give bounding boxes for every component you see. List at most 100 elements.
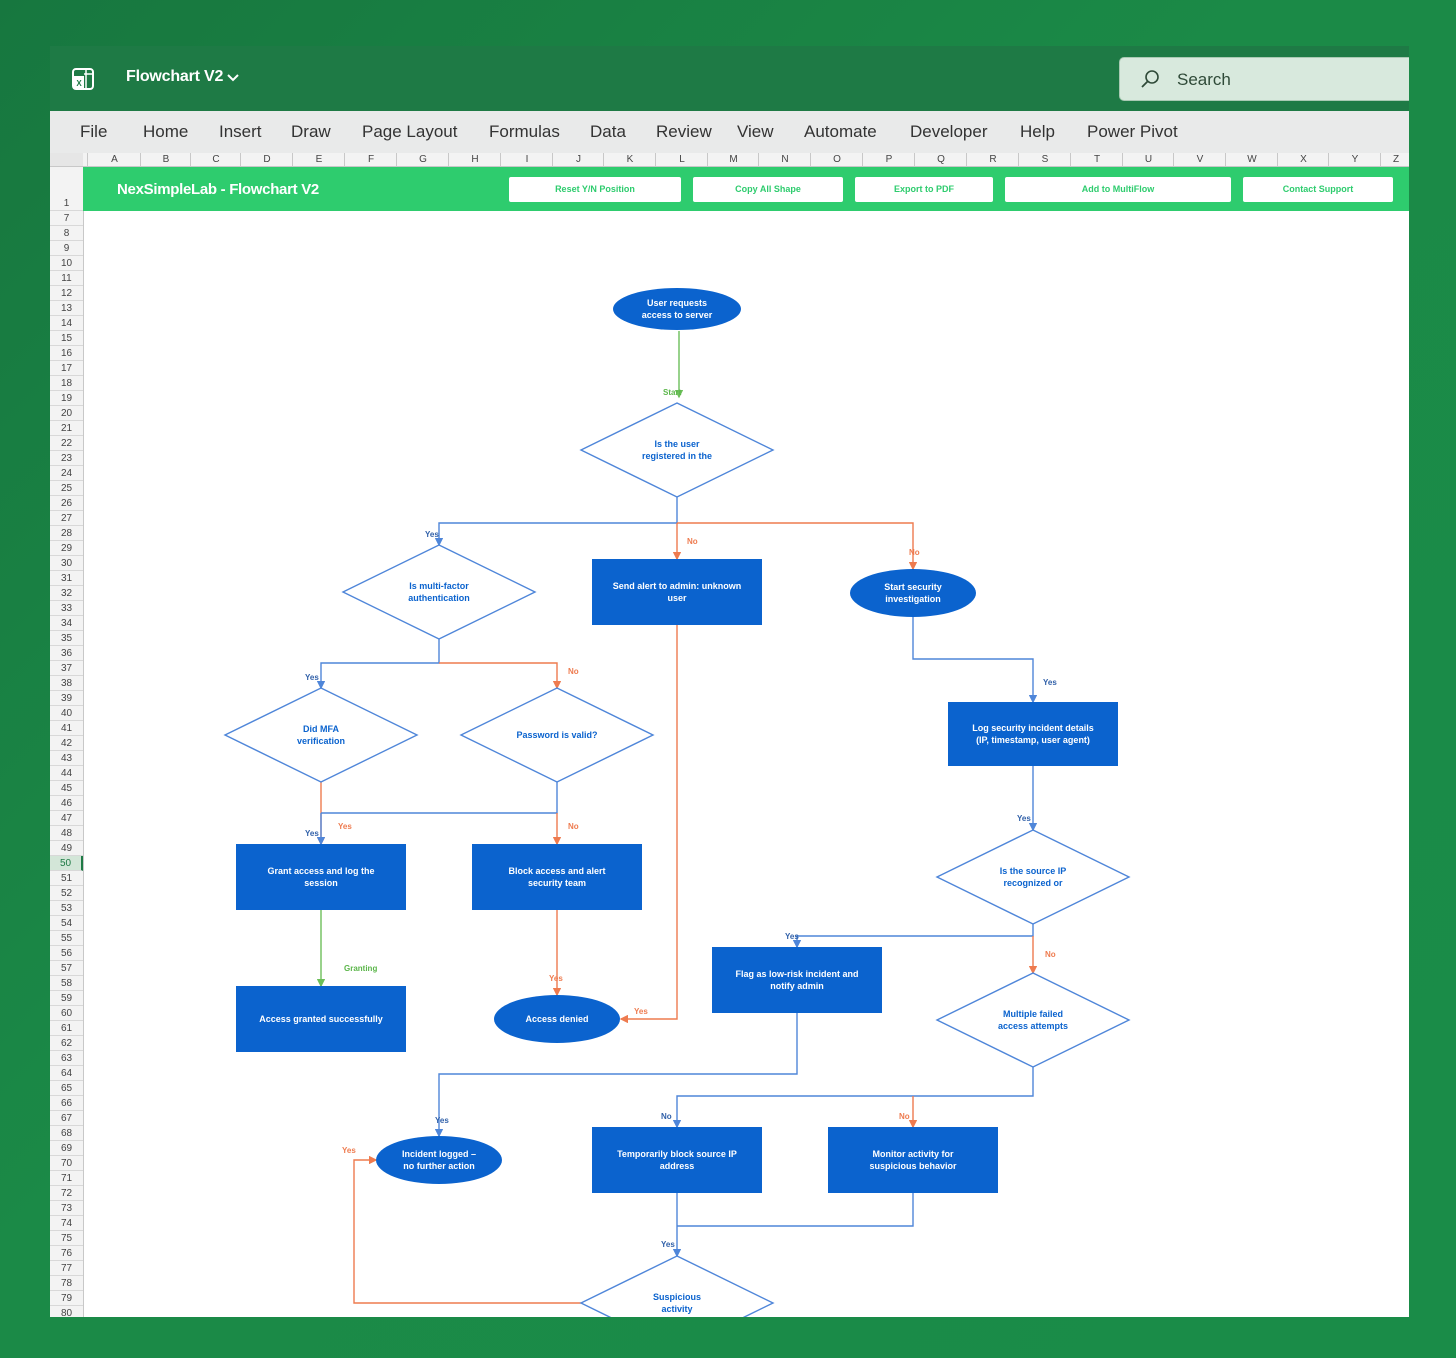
menu-developer[interactable]: Developer [910, 122, 988, 141]
row-header-55[interactable]: 55 [50, 931, 83, 946]
row-header-30[interactable]: 30 [50, 556, 83, 571]
connector-line[interactable] [912, 617, 1038, 704]
row-header-67[interactable]: 67 [50, 1111, 83, 1126]
row-header-68[interactable]: 68 [50, 1126, 83, 1141]
chevron-down-icon[interactable] [226, 72, 240, 84]
row-header-72[interactable]: 72 [50, 1186, 83, 1201]
row-header-61[interactable]: 61 [50, 1021, 83, 1036]
row-header-41[interactable]: 41 [50, 721, 83, 736]
row-header-60[interactable]: 60 [50, 1006, 83, 1021]
column-header-t[interactable]: T [1070, 153, 1123, 166]
contact-support-button[interactable]: Contact Support [1243, 177, 1393, 202]
add-to-multiflow-button[interactable]: Add to MultiFlow [1005, 177, 1231, 202]
row-header-15[interactable]: 15 [50, 331, 83, 346]
menu-draw[interactable]: Draw [291, 122, 331, 141]
box-shape[interactable] [948, 702, 1118, 766]
row-header-54[interactable]: 54 [50, 916, 83, 931]
row-header-75[interactable]: 75 [50, 1231, 83, 1246]
column-header-a[interactable]: A [87, 153, 141, 166]
menu-review[interactable]: Review [656, 122, 712, 141]
row-header-50[interactable]: 50 [50, 856, 83, 871]
column-header-p[interactable]: P [862, 153, 915, 166]
row-header-40[interactable]: 40 [50, 706, 83, 721]
connector-line[interactable] [321, 782, 558, 814]
search-input[interactable]: Search [1119, 57, 1409, 101]
box-shape[interactable] [828, 1127, 998, 1193]
menu-view[interactable]: View [737, 122, 774, 141]
row-header-38[interactable]: 38 [50, 676, 83, 691]
menu-file[interactable]: File [80, 122, 108, 141]
row-header-78[interactable]: 78 [50, 1276, 83, 1291]
row-header-32[interactable]: 32 [50, 586, 83, 601]
document-title[interactable]: Flowchart V2 [126, 68, 224, 85]
row-header-49[interactable]: 49 [50, 841, 83, 856]
menu-data[interactable]: Data [590, 122, 626, 141]
diamond-shape[interactable] [223, 687, 419, 783]
box-shape[interactable] [712, 947, 882, 1013]
row-header-58[interactable]: 58 [50, 976, 83, 991]
column-header-q[interactable]: Q [914, 153, 967, 166]
column-header-g[interactable]: G [396, 153, 449, 166]
column-header-b[interactable]: B [140, 153, 191, 166]
row-header-7[interactable]: 7 [50, 211, 83, 226]
column-header-r[interactable]: R [966, 153, 1019, 166]
row-header-63[interactable]: 63 [50, 1051, 83, 1066]
diamond-shape[interactable] [935, 829, 1131, 925]
row-header-46[interactable]: 46 [50, 796, 83, 811]
column-header-s[interactable]: S [1018, 153, 1071, 166]
connector-line[interactable] [353, 1155, 581, 1304]
diamond-shape[interactable] [579, 1255, 775, 1317]
row-header-53[interactable]: 53 [50, 901, 83, 916]
oval-shape[interactable] [850, 569, 976, 617]
menu-page-layout[interactable]: Page Layout [362, 122, 458, 141]
connector-line[interactable] [434, 1013, 798, 1138]
column-header-y[interactable]: Y [1328, 153, 1381, 166]
menu-automate[interactable]: Automate [804, 122, 877, 141]
row-header-17[interactable]: 17 [50, 361, 83, 376]
column-header-f[interactable]: F [344, 153, 397, 166]
row-header-47[interactable]: 47 [50, 811, 83, 826]
row-header-80[interactable]: 80 [50, 1306, 83, 1317]
menu-help[interactable]: Help [1020, 122, 1055, 141]
row-header-36[interactable]: 36 [50, 646, 83, 661]
box-shape[interactable] [236, 844, 406, 910]
row-header-25[interactable]: 25 [50, 481, 83, 496]
row-header-26[interactable]: 26 [50, 496, 83, 511]
box-shape[interactable] [236, 986, 406, 1052]
menu-power-pivot[interactable]: Power Pivot [1087, 122, 1178, 141]
row-header-52[interactable]: 52 [50, 886, 83, 901]
row-header-57[interactable]: 57 [50, 961, 83, 976]
connector-line[interactable] [316, 639, 440, 690]
column-header-u[interactable]: U [1122, 153, 1174, 166]
connector-line[interactable] [619, 625, 678, 1024]
row-header-43[interactable]: 43 [50, 751, 83, 766]
row-header-59[interactable]: 59 [50, 991, 83, 1006]
row-header-12[interactable]: 12 [50, 286, 83, 301]
row-header-79[interactable]: 79 [50, 1291, 83, 1306]
row-header-65[interactable]: 65 [50, 1081, 83, 1096]
row-header-16[interactable]: 16 [50, 346, 83, 361]
row-header-35[interactable]: 35 [50, 631, 83, 646]
row-header-14[interactable]: 14 [50, 316, 83, 331]
box-shape[interactable] [472, 844, 642, 910]
row-header-37[interactable]: 37 [50, 661, 83, 676]
column-header-i[interactable]: I [500, 153, 553, 166]
row-header-39[interactable]: 39 [50, 691, 83, 706]
row-header-56[interactable]: 56 [50, 946, 83, 961]
row-header-42[interactable]: 42 [50, 736, 83, 751]
connector-line[interactable] [792, 924, 1034, 949]
box-shape[interactable] [592, 1127, 762, 1193]
oval-shape[interactable] [376, 1136, 502, 1184]
copy-all-shape-button[interactable]: Copy All Shape [693, 177, 843, 202]
row-header-24[interactable]: 24 [50, 466, 83, 481]
row-header-66[interactable]: 66 [50, 1096, 83, 1111]
column-header-o[interactable]: O [810, 153, 863, 166]
